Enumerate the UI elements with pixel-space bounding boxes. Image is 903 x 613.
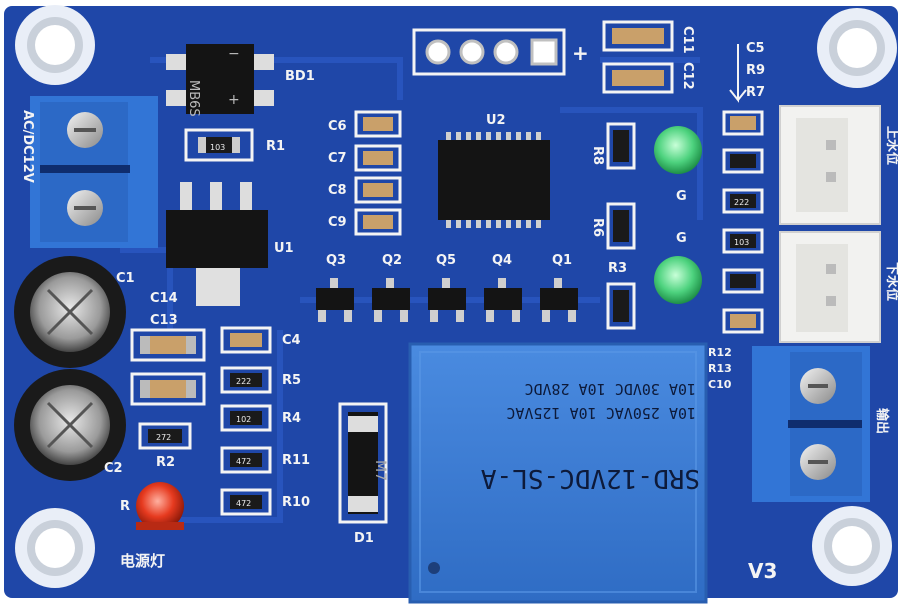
smd-column-left: C4 222 R5 102 R4 472 R11 472 R10 bbox=[220, 326, 310, 516]
svg-text:R7: R7 bbox=[746, 85, 765, 100]
pin-header: + bbox=[412, 28, 589, 76]
svg-text:R8: R8 bbox=[590, 146, 605, 165]
relay-rating-1: 10A 250VAC 10A 125VAC bbox=[506, 404, 696, 422]
svg-text:U2: U2 bbox=[486, 113, 506, 128]
resistor-r8-r6-r3: R8 R6 R3 bbox=[590, 122, 636, 330]
green-led-bottom: G bbox=[654, 231, 702, 304]
bridge-minus: − bbox=[228, 46, 240, 62]
svg-text:R13: R13 bbox=[708, 362, 732, 375]
svg-text:272: 272 bbox=[156, 433, 171, 442]
arrow-label-block: C5 R9 R7 bbox=[729, 41, 765, 103]
svg-text:下水位: 下水位 bbox=[884, 262, 900, 301]
svg-text:D1: D1 bbox=[354, 531, 374, 546]
svg-text:Q1: Q1 bbox=[552, 253, 572, 268]
svg-text:R12: R12 bbox=[708, 346, 732, 359]
smd-column-right: 222 103 bbox=[722, 110, 764, 334]
ic-u2: U2 bbox=[438, 113, 550, 228]
output-terminal: 输出 bbox=[752, 346, 890, 502]
svg-text:103: 103 bbox=[734, 238, 749, 247]
svg-text:222: 222 bbox=[734, 198, 749, 207]
relay-model: SRD-12VDC-SL-A bbox=[481, 463, 700, 493]
resistor-r2: 272 R2 bbox=[138, 422, 192, 470]
bridge-plus: + bbox=[228, 92, 240, 108]
svg-text:M7: M7 bbox=[372, 460, 388, 481]
resistor-r1: 103 R1 bbox=[184, 128, 285, 162]
svg-text:R3: R3 bbox=[608, 261, 627, 276]
svg-text:C2: C2 bbox=[104, 461, 123, 476]
power-terminal: AC/DC12V bbox=[20, 96, 158, 248]
board-version: V3 bbox=[748, 559, 777, 583]
svg-text:R6: R6 bbox=[590, 218, 605, 237]
label-bd1: BD1 bbox=[285, 69, 315, 84]
relay: SRD-12VDC-SL-A 10A 250VAC 10A 125VAC 10A… bbox=[408, 342, 708, 604]
svg-text:C8: C8 bbox=[328, 183, 347, 198]
svg-text:472: 472 bbox=[236, 499, 251, 508]
svg-text:G: G bbox=[676, 231, 687, 246]
svg-text:Q2: Q2 bbox=[382, 253, 402, 268]
svg-text:C1: C1 bbox=[116, 271, 135, 286]
power-input-label: AC/DC12V bbox=[20, 110, 35, 183]
header-plus-label: + bbox=[572, 41, 589, 65]
red-led: R bbox=[120, 482, 184, 530]
svg-text:C6: C6 bbox=[328, 119, 347, 134]
svg-text:Q5: Q5 bbox=[436, 253, 456, 268]
smd-cap-column: C6 C7 C8 C9 bbox=[328, 110, 402, 236]
label-c14: C14 bbox=[150, 291, 178, 306]
svg-text:R5: R5 bbox=[282, 373, 301, 388]
svg-text:R9: R9 bbox=[746, 63, 765, 78]
transistor-row: Q3 Q2 Q5 Q4 Q1 bbox=[316, 253, 578, 322]
svg-text:R4: R4 bbox=[282, 411, 301, 426]
svg-text:472: 472 bbox=[236, 457, 251, 466]
connector-lower-level: 下水位 bbox=[779, 231, 900, 343]
svg-text:R2: R2 bbox=[156, 455, 175, 470]
svg-text:G: G bbox=[676, 189, 687, 204]
svg-text:103: 103 bbox=[210, 143, 225, 152]
svg-text:C5: C5 bbox=[746, 41, 765, 56]
relay-rating-2: 10A 30VDC 10A 28VDC bbox=[524, 380, 696, 398]
svg-text:R1: R1 bbox=[266, 139, 285, 154]
svg-text:C4: C4 bbox=[282, 333, 301, 348]
green-led-top: G bbox=[654, 126, 702, 204]
side-labels: R12 R13 C10 bbox=[708, 346, 732, 391]
connector-upper-level: 上水位 bbox=[779, 105, 900, 225]
svg-text:输出: 输出 bbox=[874, 408, 890, 434]
svg-text:222: 222 bbox=[236, 377, 251, 386]
label-c13: C13 bbox=[150, 313, 178, 328]
svg-text:Q3: Q3 bbox=[326, 253, 346, 268]
svg-text:102: 102 bbox=[236, 415, 251, 424]
smd-cap-c13 bbox=[130, 328, 206, 362]
svg-text:C12: C12 bbox=[680, 62, 695, 90]
svg-text:Q4: Q4 bbox=[492, 253, 512, 268]
svg-text:R11: R11 bbox=[282, 453, 310, 468]
mounting-holes bbox=[15, 5, 897, 588]
svg-text:R: R bbox=[120, 499, 130, 514]
electrolytic-cap-c1: C1 bbox=[14, 256, 135, 368]
svg-text:C9: C9 bbox=[328, 215, 347, 230]
electrolytic-cap-c2: C2 bbox=[14, 369, 126, 481]
svg-text:R10: R10 bbox=[282, 495, 310, 510]
bridge-text: MB6S bbox=[186, 80, 201, 117]
smd-cap-c11-c12: C11 C12 bbox=[602, 20, 695, 94]
diode-d1: M7 D1 bbox=[338, 402, 388, 546]
svg-text:C11: C11 bbox=[680, 26, 695, 54]
svg-text:上水位: 上水位 bbox=[884, 126, 900, 165]
smd-cap-c14 bbox=[130, 372, 206, 406]
power-led-label: 电源灯 bbox=[120, 552, 165, 570]
bridge-rectifier: MB6S − + BD1 bbox=[166, 44, 315, 117]
regulator-u1: U1 bbox=[166, 182, 294, 306]
svg-text:C10: C10 bbox=[708, 378, 732, 391]
svg-text:C7: C7 bbox=[328, 151, 347, 166]
svg-text:U1: U1 bbox=[274, 241, 294, 256]
